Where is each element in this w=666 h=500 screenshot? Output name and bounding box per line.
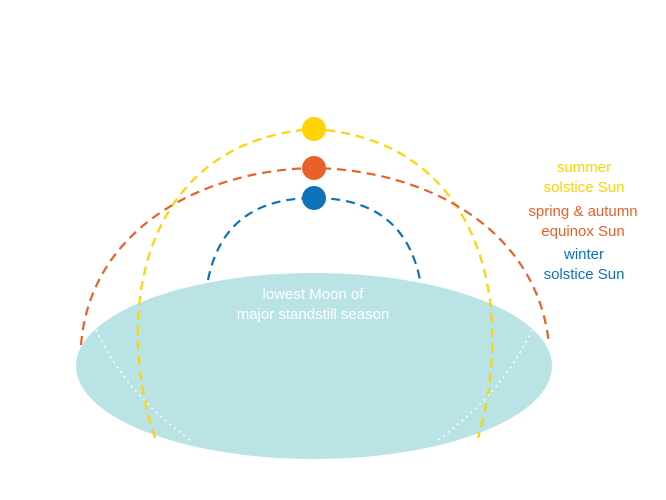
equinox-sun-marker (302, 156, 326, 180)
legend-summer-solstice: summer solstice Sun (529, 158, 639, 198)
legend-winter-line1: winter (529, 245, 639, 265)
legend-equinox: spring & autumn equinox Sun (513, 202, 653, 242)
ground-label: lowest Moon of major standstill season (218, 285, 408, 325)
legend-winter-line2: solstice Sun (529, 265, 639, 285)
legend-winter-solstice: winter solstice Sun (529, 245, 639, 285)
winter-sun-marker (302, 186, 326, 210)
winter-sun-path (208, 198, 420, 280)
summer-sun-marker (302, 117, 326, 141)
legend-summer-line1: summer (529, 158, 639, 178)
legend-equinox-line2: equinox Sun (513, 222, 653, 242)
legend-summer-line2: solstice Sun (529, 178, 639, 198)
legend-equinox-line1: spring & autumn (513, 202, 653, 222)
ground-label-line1: lowest Moon of (218, 285, 408, 305)
ground-label-line2: major standstill season (218, 305, 408, 325)
